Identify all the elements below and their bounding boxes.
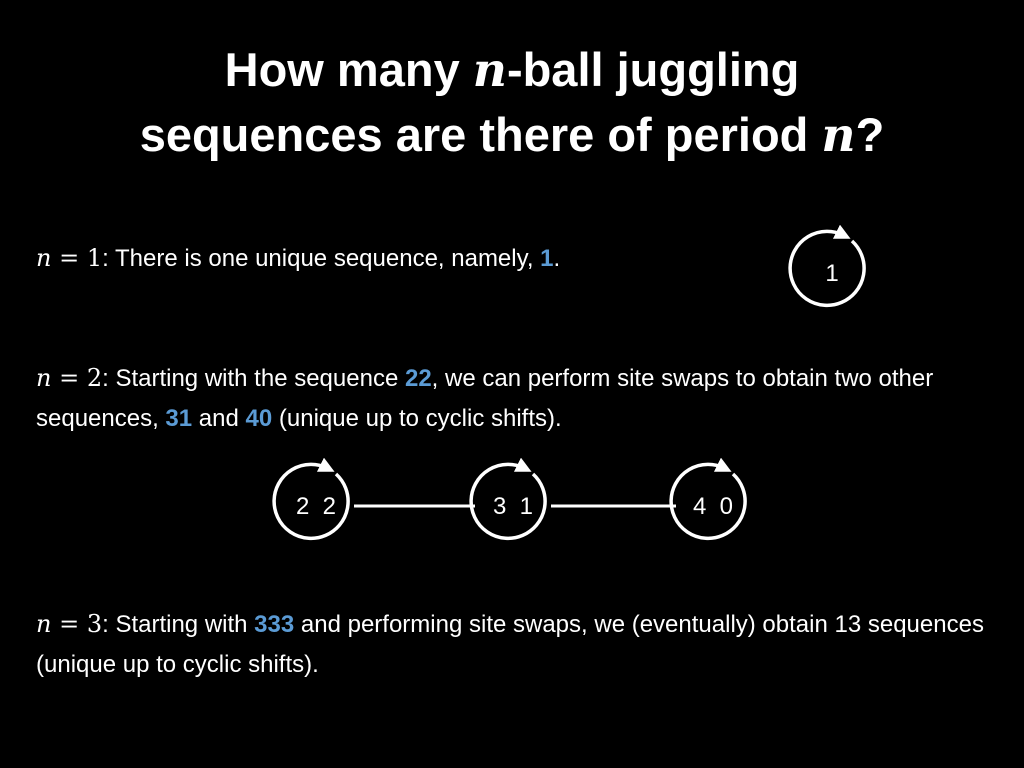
case-n1-paragraph: n = 1: There is one unique sequence, nam… [36, 238, 996, 279]
case-text: : There is one unique sequence, namely, [102, 245, 541, 272]
case-equation: = 1 [51, 244, 103, 272]
title-line-1: How many n-ball juggling [0, 38, 1024, 103]
highlight-sequence: 333 [254, 611, 295, 638]
node-22: 2 2 [272, 457, 350, 541]
case-equation: = 3 [51, 610, 103, 638]
case-text: : Starting with the sequence [102, 365, 405, 392]
highlight-sequence: 1 [540, 245, 554, 272]
node-label: 3 1 [493, 493, 533, 520]
node-cycle-arrow-icon [788, 224, 866, 308]
node-31: 3 1 [469, 457, 547, 541]
case-variable: n [36, 244, 52, 272]
title-line-1-suffix: -ball juggling [506, 43, 800, 96]
title-variable-n: n [821, 108, 856, 163]
node-40: 4 0 [669, 457, 747, 541]
case-text: . [553, 245, 561, 272]
case-text: (unique up to cyclic shifts). [272, 405, 562, 432]
node-label: 1 [825, 260, 838, 287]
case-equation: = 2 [51, 364, 103, 392]
title-line-2-suffix: ? [855, 108, 885, 161]
title-line-2-prefix: sequences are there of period [139, 108, 822, 161]
node-label: 2 2 [296, 493, 336, 520]
title-variable-n: n [472, 43, 507, 98]
case-variable: n [36, 364, 52, 392]
case-text: and [192, 405, 246, 432]
title-line-1-prefix: How many [224, 43, 473, 96]
case-n3-paragraph: n = 3: Starting with 333 and performing … [36, 604, 996, 685]
case-text: , we can perform site swaps to obtain tw… [36, 365, 934, 432]
node-1: 1 [788, 224, 866, 308]
title-line-2: sequences are there of period n? [0, 103, 1024, 168]
highlight-sequence: 31 [165, 405, 193, 432]
slide-title: How many n-ball juggling sequences are t… [0, 38, 1024, 168]
node-cycle-arrow-icon [272, 457, 350, 541]
highlight-sequence: 40 [245, 405, 273, 432]
case-variable: n [36, 610, 52, 638]
node-cycle-arrow-icon [469, 457, 547, 541]
case-text: and performing site swaps, we (eventuall… [36, 611, 984, 678]
node-cycle-arrow-icon [669, 457, 747, 541]
case-n2-paragraph: n = 2: Starting with the sequence 22, we… [36, 358, 996, 439]
node-label: 4 0 [693, 493, 733, 520]
highlight-sequence: 22 [404, 365, 432, 392]
case-text: : Starting with [102, 611, 255, 638]
